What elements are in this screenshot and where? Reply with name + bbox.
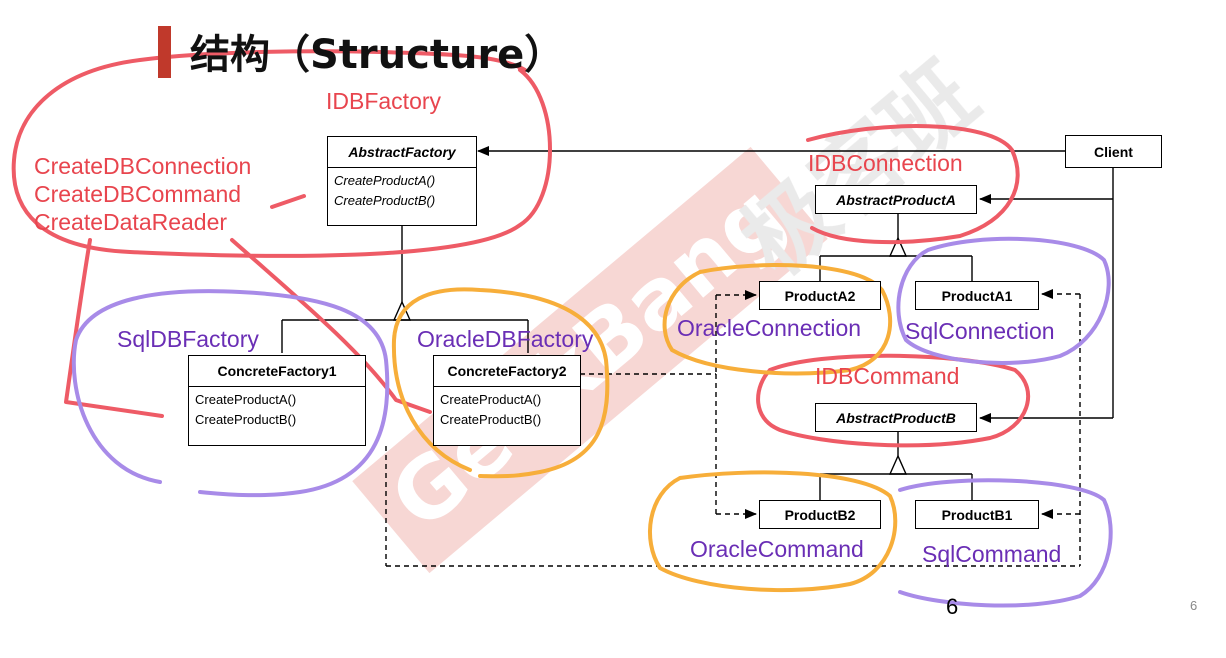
product-b1-box: ProductB1	[915, 500, 1039, 529]
client-box: Client	[1065, 135, 1162, 168]
product-b2-name: ProductB2	[784, 506, 856, 523]
create-method-command: CreateDBCommand	[34, 181, 242, 207]
concrete-factory2-box: ConcreteFactory2 CreateProductA() Create…	[433, 355, 581, 446]
product-a2-box: ProductA2	[759, 281, 881, 310]
sqlcommand-label: SqlCommand	[922, 541, 1062, 567]
product-a1-name: ProductA1	[941, 287, 1013, 304]
concrete-factory2-op-a: CreateProductA()	[440, 392, 542, 407]
abstract-product-a-box: AbstractProductA	[815, 185, 977, 214]
page-number-small: 6	[1190, 598, 1198, 613]
oraclecommand-label: OracleCommand	[690, 536, 864, 562]
sqldbfactory-label: SqlDBFactory	[117, 326, 259, 352]
product-b2-box: ProductB2	[759, 500, 881, 529]
concrete-factory2-name: ConcreteFactory2	[447, 363, 567, 379]
abstract-factory-ops: CreateProductA() CreateProductB()	[328, 167, 476, 214]
oracleconnection-label: OracleConnection	[677, 315, 862, 341]
page-number: 6	[946, 594, 959, 619]
idbconnection-label: IDBConnection	[808, 150, 963, 176]
abstract-factory-op-b: CreateProductB()	[334, 193, 436, 208]
concrete-factory1-name: ConcreteFactory1	[217, 363, 337, 379]
abstract-product-a-name: AbstractProductA	[836, 191, 956, 208]
abstract-factory-box: AbstractFactory CreateProductA() CreateP…	[327, 136, 477, 226]
create-method-connection: CreateDBConnection	[34, 153, 252, 179]
abstract-product-b-box: AbstractProductB	[815, 403, 977, 432]
concrete-factory2-ops: CreateProductA() CreateProductB()	[434, 386, 580, 433]
sqlconnection-label: SqlConnection	[905, 318, 1055, 344]
concrete-factory1-ops: CreateProductA() CreateProductB()	[189, 386, 365, 433]
ink-annotations	[11, 49, 1113, 608]
concrete-factory1-box: ConcreteFactory1 CreateProductA() Create…	[188, 355, 366, 446]
idbfactory-label: IDBFactory	[326, 88, 442, 114]
product-a1-box: ProductA1	[915, 281, 1039, 310]
abstract-factory-name: AbstractFactory	[348, 144, 456, 160]
oracledbfactory-label: OracleDBFactory	[417, 326, 594, 352]
title-accent-bar	[158, 26, 171, 78]
concrete-factory2-op-b: CreateProductB()	[440, 412, 542, 427]
abstract-product-b-name: AbstractProductB	[836, 409, 956, 426]
product-a2-name: ProductA2	[784, 287, 856, 304]
page-title: 结构（Structure）	[190, 32, 565, 78]
product-b1-name: ProductB1	[941, 506, 1013, 523]
idbcommand-label: IDBCommand	[815, 363, 960, 389]
create-method-datareader: CreateDataReader	[34, 209, 228, 235]
create-methods-list: CreateDBConnection CreateDBCommand Creat…	[34, 152, 251, 236]
uml-connectors	[281, 146, 1114, 567]
abstract-factory-op-a: CreateProductA()	[334, 173, 436, 188]
concrete-factory1-op-b: CreateProductB()	[195, 412, 297, 427]
concrete-factory1-op-a: CreateProductA()	[195, 392, 297, 407]
client-name: Client	[1094, 143, 1133, 160]
